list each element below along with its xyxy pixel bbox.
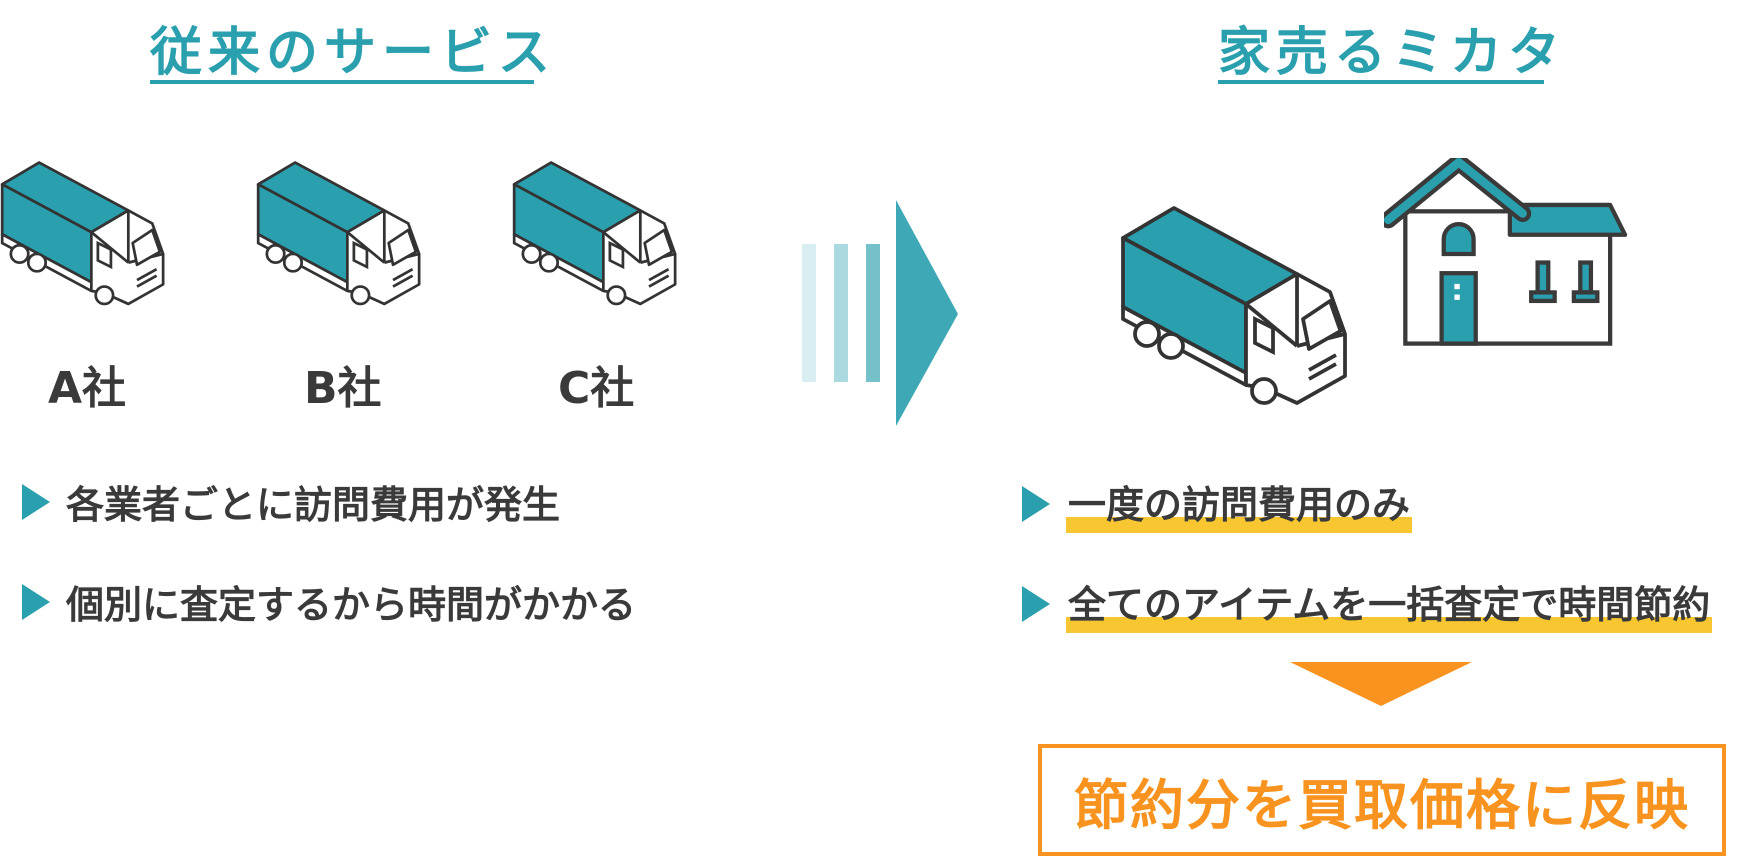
right-heading: 家売るミカタ (1218, 23, 1567, 83)
bullet-triangle-icon (1022, 585, 1050, 622)
left-point-1-text: 各業者ごとに訪問費用が発生 (66, 483, 561, 527)
transition-arrow-icon (802, 200, 958, 426)
result-text: 節約分を買取価格に反映 (1074, 773, 1690, 837)
left-point-2: 個別に査定するから時間がかかる (22, 574, 636, 629)
right-point-1-text: 一度の訪問費用のみ (1066, 474, 1413, 533)
bullet-triangle-icon (22, 583, 50, 620)
truck-a-icon (0, 150, 174, 310)
company-label-b: B社 (304, 363, 382, 414)
company-label-c: C社 (558, 363, 635, 414)
result-box: 節約分を買取価格に反映 (1038, 744, 1726, 856)
right-point-2: 全てのアイテムを一括査定で時間節約 (1022, 574, 1713, 633)
left-point-1: 各業者ごとに訪問費用が発生 (22, 474, 560, 529)
bullet-triangle-icon (22, 483, 50, 520)
left-heading: 従来のサービス (150, 23, 557, 83)
bullet-triangle-icon (1022, 485, 1050, 522)
truck-c-icon (512, 150, 686, 310)
house-icon (1384, 158, 1640, 350)
down-arrow-icon (1290, 662, 1472, 706)
company-label-a: A社 (48, 363, 127, 414)
truck-b-icon (256, 150, 430, 310)
left-heading-underline (150, 80, 534, 84)
right-point-1: 一度の訪問費用のみ (1022, 474, 1413, 533)
truck-icon (1120, 196, 1360, 406)
right-heading-underline (1218, 80, 1544, 84)
left-point-2-text: 個別に査定するから時間がかかる (66, 583, 637, 627)
right-point-2-text: 全てのアイテムを一括査定で時間節約 (1066, 574, 1713, 633)
